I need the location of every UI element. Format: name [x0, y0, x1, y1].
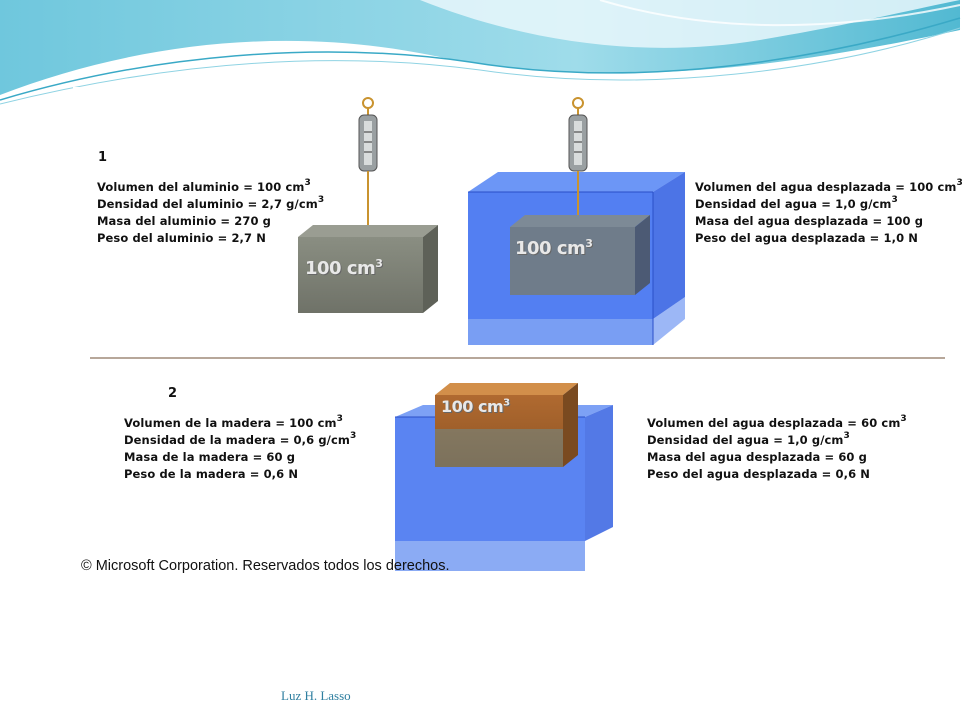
- measurement-line: Masa del agua desplazada = 100 g: [695, 214, 923, 228]
- measurement-line: Densidad del agua = 1,0 g/cm3: [647, 431, 850, 447]
- measurement-line: Peso del agua desplazada = 0,6 N: [647, 467, 870, 481]
- footer-author: Luz H. Lasso: [281, 688, 351, 703]
- measurement-text: Densidad de la madera = 0,6 g/cm: [124, 433, 350, 447]
- measurement-line: Peso de la madera = 0,6 N: [124, 467, 298, 481]
- measurement-text: Masa de la madera = 60 g: [124, 450, 296, 464]
- dynamometer-2: [568, 97, 588, 215]
- unit-exponent: 3: [304, 178, 311, 189]
- measurement-line: Masa del agua desplazada = 60 g: [647, 450, 867, 464]
- unit-exponent: 3: [336, 414, 343, 425]
- unit-exponent: 3: [843, 431, 850, 442]
- measurement-line: Masa del aluminio = 270 g: [97, 214, 271, 228]
- measurement-line: Peso del aluminio = 2,7 N: [97, 231, 266, 245]
- measurement-text: Peso de la madera = 0,6 N: [124, 467, 299, 481]
- measurement-line: Densidad del agua = 1,0 g/cm3: [695, 195, 898, 211]
- unit-exponent: 3: [891, 195, 898, 206]
- measurement-line: Volumen de la madera = 100 cm3: [124, 414, 343, 430]
- unit-exponent: 3: [900, 414, 907, 425]
- measurement-text: Masa del aluminio = 270 g: [97, 214, 272, 228]
- measurement-line: Volumen del agua desplazada = 100 cm3: [695, 178, 963, 194]
- aluminium-block-1: [298, 225, 438, 313]
- measurement-text: Volumen del agua desplazada = 60 cm: [647, 416, 901, 430]
- cube-label-aluminium: 100 cm3: [305, 257, 383, 279]
- measurement-text: Volumen del aluminio = 100 cm: [97, 180, 305, 194]
- unit-exponent: 3: [317, 195, 325, 206]
- measurement-line: Volumen del aluminio = 100 cm3: [97, 178, 311, 194]
- measurement-text: Densidad del agua = 1,0 g/cm: [647, 433, 844, 447]
- unit-exponent: 3: [349, 431, 357, 442]
- measurement-text: Volumen del agua desplazada = 100 cm: [695, 180, 957, 194]
- measurement-text: Densidad del agua = 1,0 g/cm: [695, 197, 892, 211]
- measurement-line: Densidad de la madera = 0,6 g/cm3: [124, 431, 357, 447]
- step-number-1: 1: [98, 150, 108, 165]
- wood-block: [435, 383, 578, 467]
- measurement-text: Peso del agua desplazada = 1,0 N: [695, 231, 918, 245]
- measurement-line: Volumen del agua desplazada = 60 cm3: [647, 414, 907, 430]
- measurement-text: Volumen de la madera = 100 cm: [124, 416, 337, 430]
- aluminium-block-submerged: [510, 215, 650, 295]
- unit-exponent: 3: [956, 178, 963, 189]
- measurement-line: Densidad del aluminio = 2,7 g/cm3: [97, 195, 325, 211]
- cube-label-wood: 100 cm3: [441, 397, 510, 416]
- measurement-text: Densidad del aluminio = 2,7 g/cm: [97, 197, 318, 211]
- measurement-text: Masa del agua desplazada = 60 g: [647, 450, 867, 464]
- copyright-notice: © Microsoft Corporation. Reservados todo…: [81, 558, 450, 574]
- dynamometer-1: [358, 97, 378, 235]
- step-number-2: 2: [168, 386, 178, 401]
- measurement-line: Masa de la madera = 60 g: [124, 450, 295, 464]
- cube-label-submerged: 100 cm3: [515, 237, 593, 259]
- measurement-text: Peso del agua desplazada = 0,6 N: [647, 467, 870, 481]
- archimedes-figure: 100 cm3 100 cm3 100 cm3 1 Volumen del al…: [73, 87, 963, 583]
- measurement-line: Peso del agua desplazada = 1,0 N: [695, 231, 918, 245]
- measurement-text: Masa del agua desplazada = 100 g: [695, 214, 924, 228]
- measurement-text: Peso del aluminio = 2,7 N: [97, 231, 266, 245]
